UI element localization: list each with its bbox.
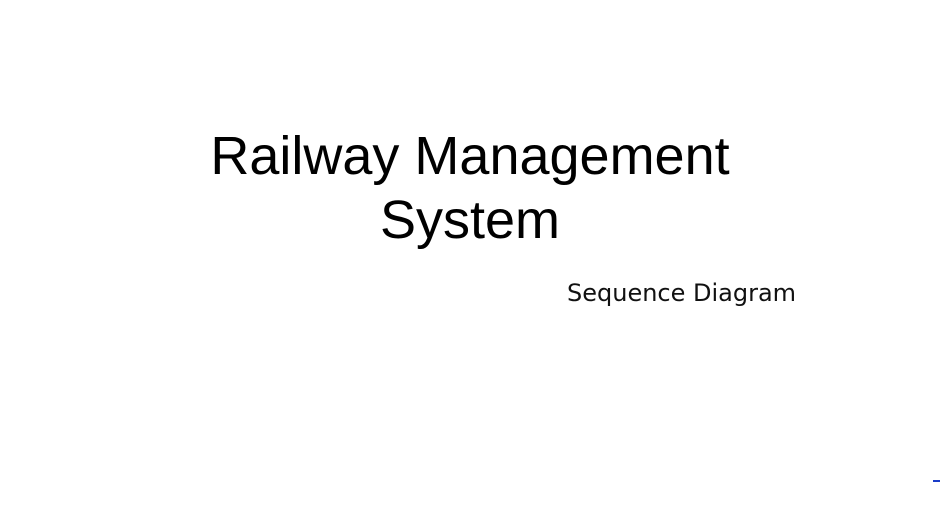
slide-title-line-2: System — [379, 190, 561, 250]
slide-title-line-1: Railway Management — [210, 126, 730, 186]
slide-title: Railway Management System — [150, 124, 790, 252]
corner-link-mark[interactable] — [933, 480, 940, 482]
slide-subtitle: Sequence Diagram — [567, 279, 797, 307]
